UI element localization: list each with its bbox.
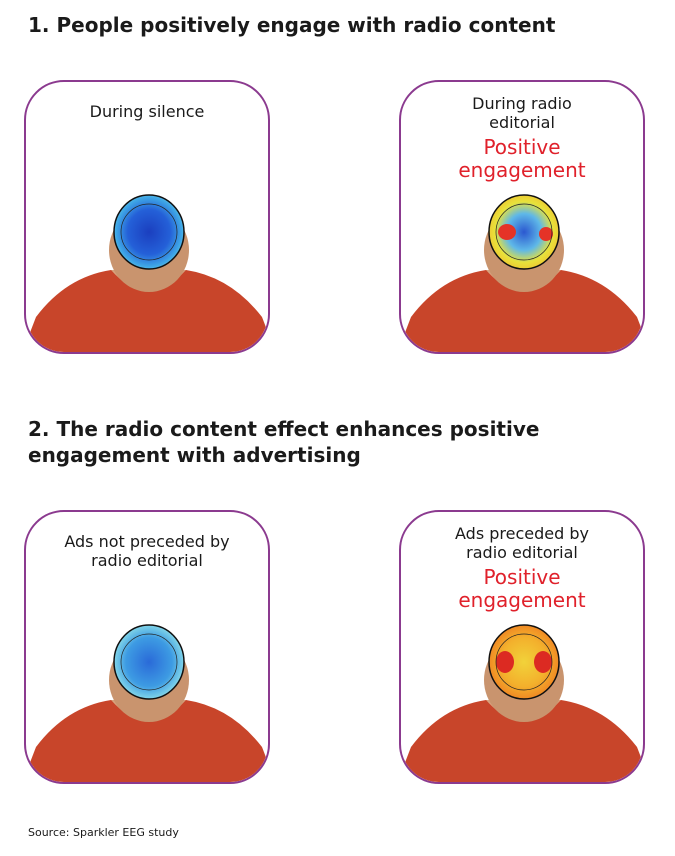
person-eeg-figure bbox=[26, 624, 268, 782]
positive-engagement-label: Positive engagement bbox=[401, 136, 643, 182]
source-note: Source: Sparkler EEG study bbox=[28, 826, 179, 839]
caption-line: Ads preceded by bbox=[455, 524, 589, 543]
panel-during-radio-editorial: During radio editorial Positive engageme… bbox=[399, 80, 645, 354]
eeg-contour bbox=[495, 203, 553, 261]
eeg-contour bbox=[120, 633, 178, 691]
eeg-hotspot bbox=[534, 651, 552, 673]
eeg-heatmap bbox=[488, 194, 560, 270]
engagement-line: Positive bbox=[483, 135, 561, 159]
shirt-shape bbox=[401, 270, 643, 352]
eeg-contour bbox=[495, 633, 553, 691]
caption-line: radio editorial bbox=[91, 551, 203, 570]
person-eeg-figure bbox=[26, 194, 268, 352]
shirt-shape bbox=[26, 270, 268, 352]
section-1-heading: 1. People positively engage with radio c… bbox=[28, 13, 556, 37]
positive-engagement-label: Positive engagement bbox=[401, 566, 643, 612]
panel-caption: Ads preceded by radio editorial bbox=[401, 524, 643, 562]
panel-ads-not-preceded: Ads not preceded by radio editorial bbox=[24, 510, 270, 784]
eeg-hotspot bbox=[498, 224, 516, 240]
caption-line: radio editorial bbox=[466, 543, 578, 562]
engagement-line: engagement bbox=[458, 158, 586, 182]
caption-line: During silence bbox=[89, 102, 205, 121]
panel-ads-preceded: Ads preceded by radio editorial Positive… bbox=[399, 510, 645, 784]
shirt-shape bbox=[401, 700, 643, 782]
section-2-heading: 2. The radio content effect enhances pos… bbox=[28, 417, 540, 467]
panel-caption: During silence bbox=[26, 102, 268, 121]
person-eeg-figure bbox=[401, 194, 643, 352]
engagement-line: engagement bbox=[458, 588, 586, 612]
panel-caption: During radio editorial bbox=[401, 94, 643, 132]
person-eeg-figure bbox=[401, 624, 643, 782]
engagement-line: Positive bbox=[483, 565, 561, 589]
caption-line: editorial bbox=[489, 113, 555, 132]
shirt-shape bbox=[26, 700, 268, 782]
caption-line: During radio bbox=[472, 94, 572, 113]
eeg-hotspot bbox=[539, 227, 553, 241]
eeg-hotspot bbox=[496, 651, 514, 673]
eeg-heatmap bbox=[113, 624, 185, 700]
caption-line: Ads not preceded by bbox=[64, 532, 230, 551]
eeg-heatmap bbox=[113, 194, 185, 270]
eeg-contour bbox=[120, 203, 178, 261]
panel-during-silence: During silence bbox=[24, 80, 270, 354]
eeg-heatmap bbox=[488, 624, 560, 700]
panel-caption: Ads not preceded by radio editorial bbox=[26, 532, 268, 570]
